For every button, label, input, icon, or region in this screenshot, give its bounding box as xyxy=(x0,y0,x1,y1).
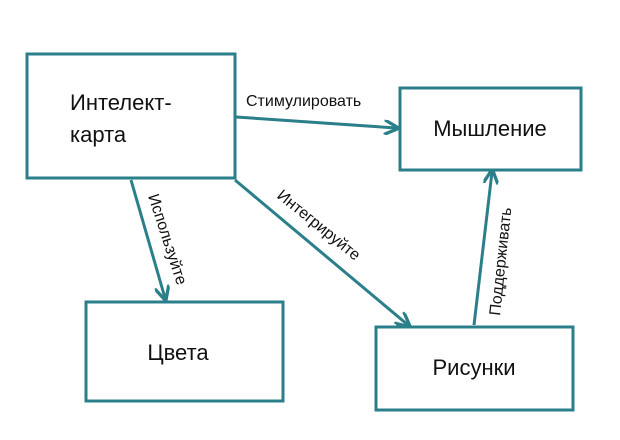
node-drawings-label: Рисунки xyxy=(432,355,515,380)
node-mindmap-line1: Интелект- xyxy=(70,90,172,115)
node-mindmap-line2: карта xyxy=(70,122,127,147)
node-colors-label: Цвета xyxy=(147,340,209,365)
edge-support-arrow xyxy=(472,172,492,326)
edge-label-use: Используйте xyxy=(144,192,189,287)
node-thinking: Мышление xyxy=(398,86,583,172)
edge-integrate-arrow xyxy=(234,178,408,325)
node-drawings: Рисунки xyxy=(374,325,575,412)
node-thinking-label: Мышление xyxy=(433,116,547,141)
edge-label-stimulate: Стимулировать xyxy=(246,93,361,110)
edge-label-integrate: Интегрируйте xyxy=(273,187,363,264)
edge-stimulate-arrow xyxy=(235,115,396,128)
edge-use-arrow xyxy=(129,179,165,298)
node-mindmap: Интелект- карта xyxy=(25,52,237,180)
edge-label-support: Поддерживать xyxy=(487,207,515,317)
node-colors: Цвета xyxy=(84,300,285,403)
